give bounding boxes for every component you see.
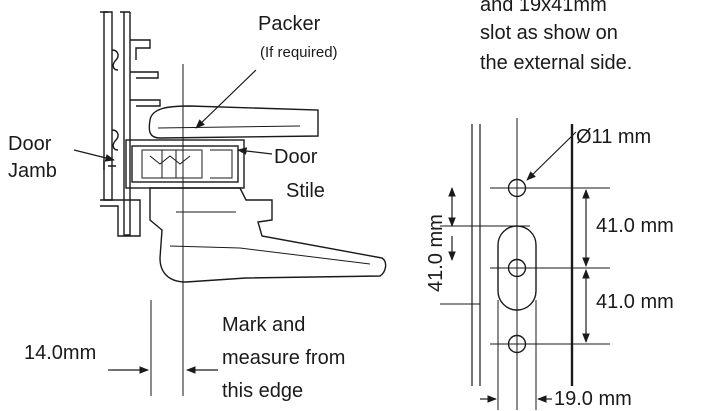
lower-handle bbox=[149, 187, 387, 283]
slot-note-line2: slot as show on bbox=[480, 22, 618, 44]
upper-lever bbox=[148, 105, 319, 139]
packer-leader bbox=[195, 69, 257, 129]
offset-dimension: 14.0mm bbox=[24, 342, 96, 364]
stile-leader bbox=[237, 147, 273, 155]
handle-section-drawing bbox=[100, 11, 387, 396]
hole-template-drawing bbox=[440, 118, 610, 410]
door-jamb-profile bbox=[100, 11, 161, 237]
packer-label: Packer bbox=[258, 13, 321, 35]
packer-note: (If required) bbox=[260, 44, 338, 61]
door-jamb-label-line2: Jamb bbox=[8, 160, 57, 182]
door-stile-profile bbox=[125, 139, 245, 189]
slot-note-line1: and 19x41mm bbox=[480, 0, 607, 16]
slot-note-line3: the external side. bbox=[480, 52, 632, 74]
hole-diameter-label: Ø11 mm bbox=[576, 126, 651, 148]
vertical-dimension-label: 41.0 mm bbox=[425, 214, 447, 292]
edge-dimension-label: 19.0 mm bbox=[554, 388, 632, 410]
spacing-upper-label: 41.0 mm bbox=[596, 215, 674, 237]
mark-note-line3: this edge bbox=[222, 380, 303, 402]
door-stile-label-line2: Stile bbox=[286, 180, 325, 202]
door-jamb-label-line1: Door bbox=[8, 133, 52, 155]
hole-dia-leader bbox=[526, 131, 577, 181]
door-stile-label-line1: Door bbox=[274, 146, 318, 168]
jamb-leader bbox=[73, 149, 115, 162]
spacing-lower-label: 41.0 mm bbox=[596, 291, 674, 313]
mark-note-line2: measure from bbox=[222, 347, 345, 369]
mark-note-line1: Mark and bbox=[222, 314, 305, 336]
